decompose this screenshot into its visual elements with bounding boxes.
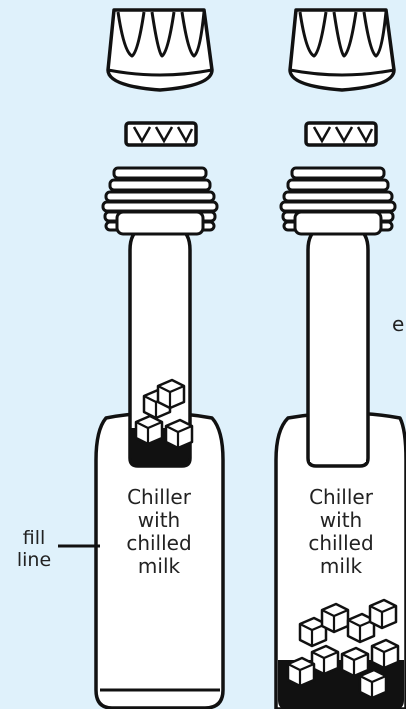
cropped-edge-text: e — [392, 313, 406, 336]
left-label-line-3: chilled — [104, 532, 214, 555]
left-bottle-label: Chiller with chilled milk — [104, 486, 214, 578]
left-cap — [108, 10, 212, 90]
left-label-line-2: with — [104, 509, 214, 532]
left-label-line-1: Chiller — [104, 486, 214, 509]
right-label-line-3: chilled — [286, 532, 396, 555]
fill-line-word-2: line — [4, 550, 64, 572]
right-bottle-label: Chiller with chilled milk — [286, 486, 396, 578]
fill-line-label: fill line — [4, 528, 64, 572]
right-label-line-2: with — [286, 509, 396, 532]
fill-line-word-1: fill — [4, 528, 64, 550]
left-label-line-4: milk — [104, 555, 214, 578]
right-cap — [290, 10, 394, 90]
right-collar-ring — [306, 123, 376, 145]
right-label-line-1: Chiller — [286, 486, 396, 509]
right-label-line-4: milk — [286, 555, 396, 578]
left-collar-ring — [126, 123, 196, 145]
